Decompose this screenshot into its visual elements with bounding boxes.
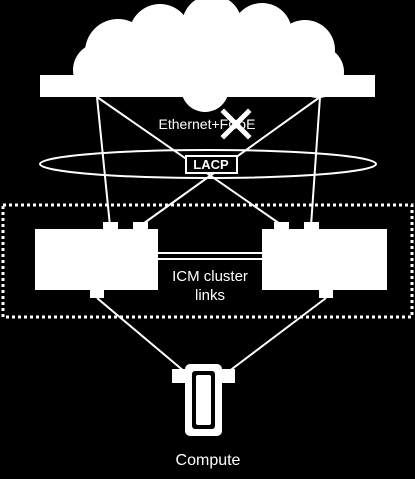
left-switch [35, 222, 158, 298]
icm-cluster-links [158, 252, 262, 260]
right-switch-uplink-port-1 [274, 222, 289, 230]
left-switch-downlink-port [90, 289, 104, 298]
right-switch-downlink-port [319, 289, 333, 298]
left-switch-uplink-port-2 [133, 222, 148, 230]
network-uplink-bar [40, 75, 375, 97]
compute-right-port [221, 369, 235, 383]
icm-cluster-links-label-line-1: ICM cluster [172, 268, 248, 285]
lacp-label: LACP [193, 157, 229, 172]
server-icon [172, 364, 235, 436]
protocol-label: Ethernet+FCoE [159, 116, 256, 132]
lacp-ellipse [39, 149, 377, 179]
right-switch [262, 222, 387, 298]
downlinks [96, 297, 327, 373]
compute-label: Compute [176, 452, 241, 469]
icm-cluster-boundary [1, 203, 414, 319]
right-switch-uplink-port-2 [304, 222, 319, 230]
icm-cluster-links-label-line-2: links [195, 287, 225, 304]
left-switch-uplink-port-1 [103, 222, 118, 230]
lacp-label-box [185, 155, 238, 174]
cross-icon [220, 108, 252, 140]
compute-left-port [172, 369, 186, 383]
